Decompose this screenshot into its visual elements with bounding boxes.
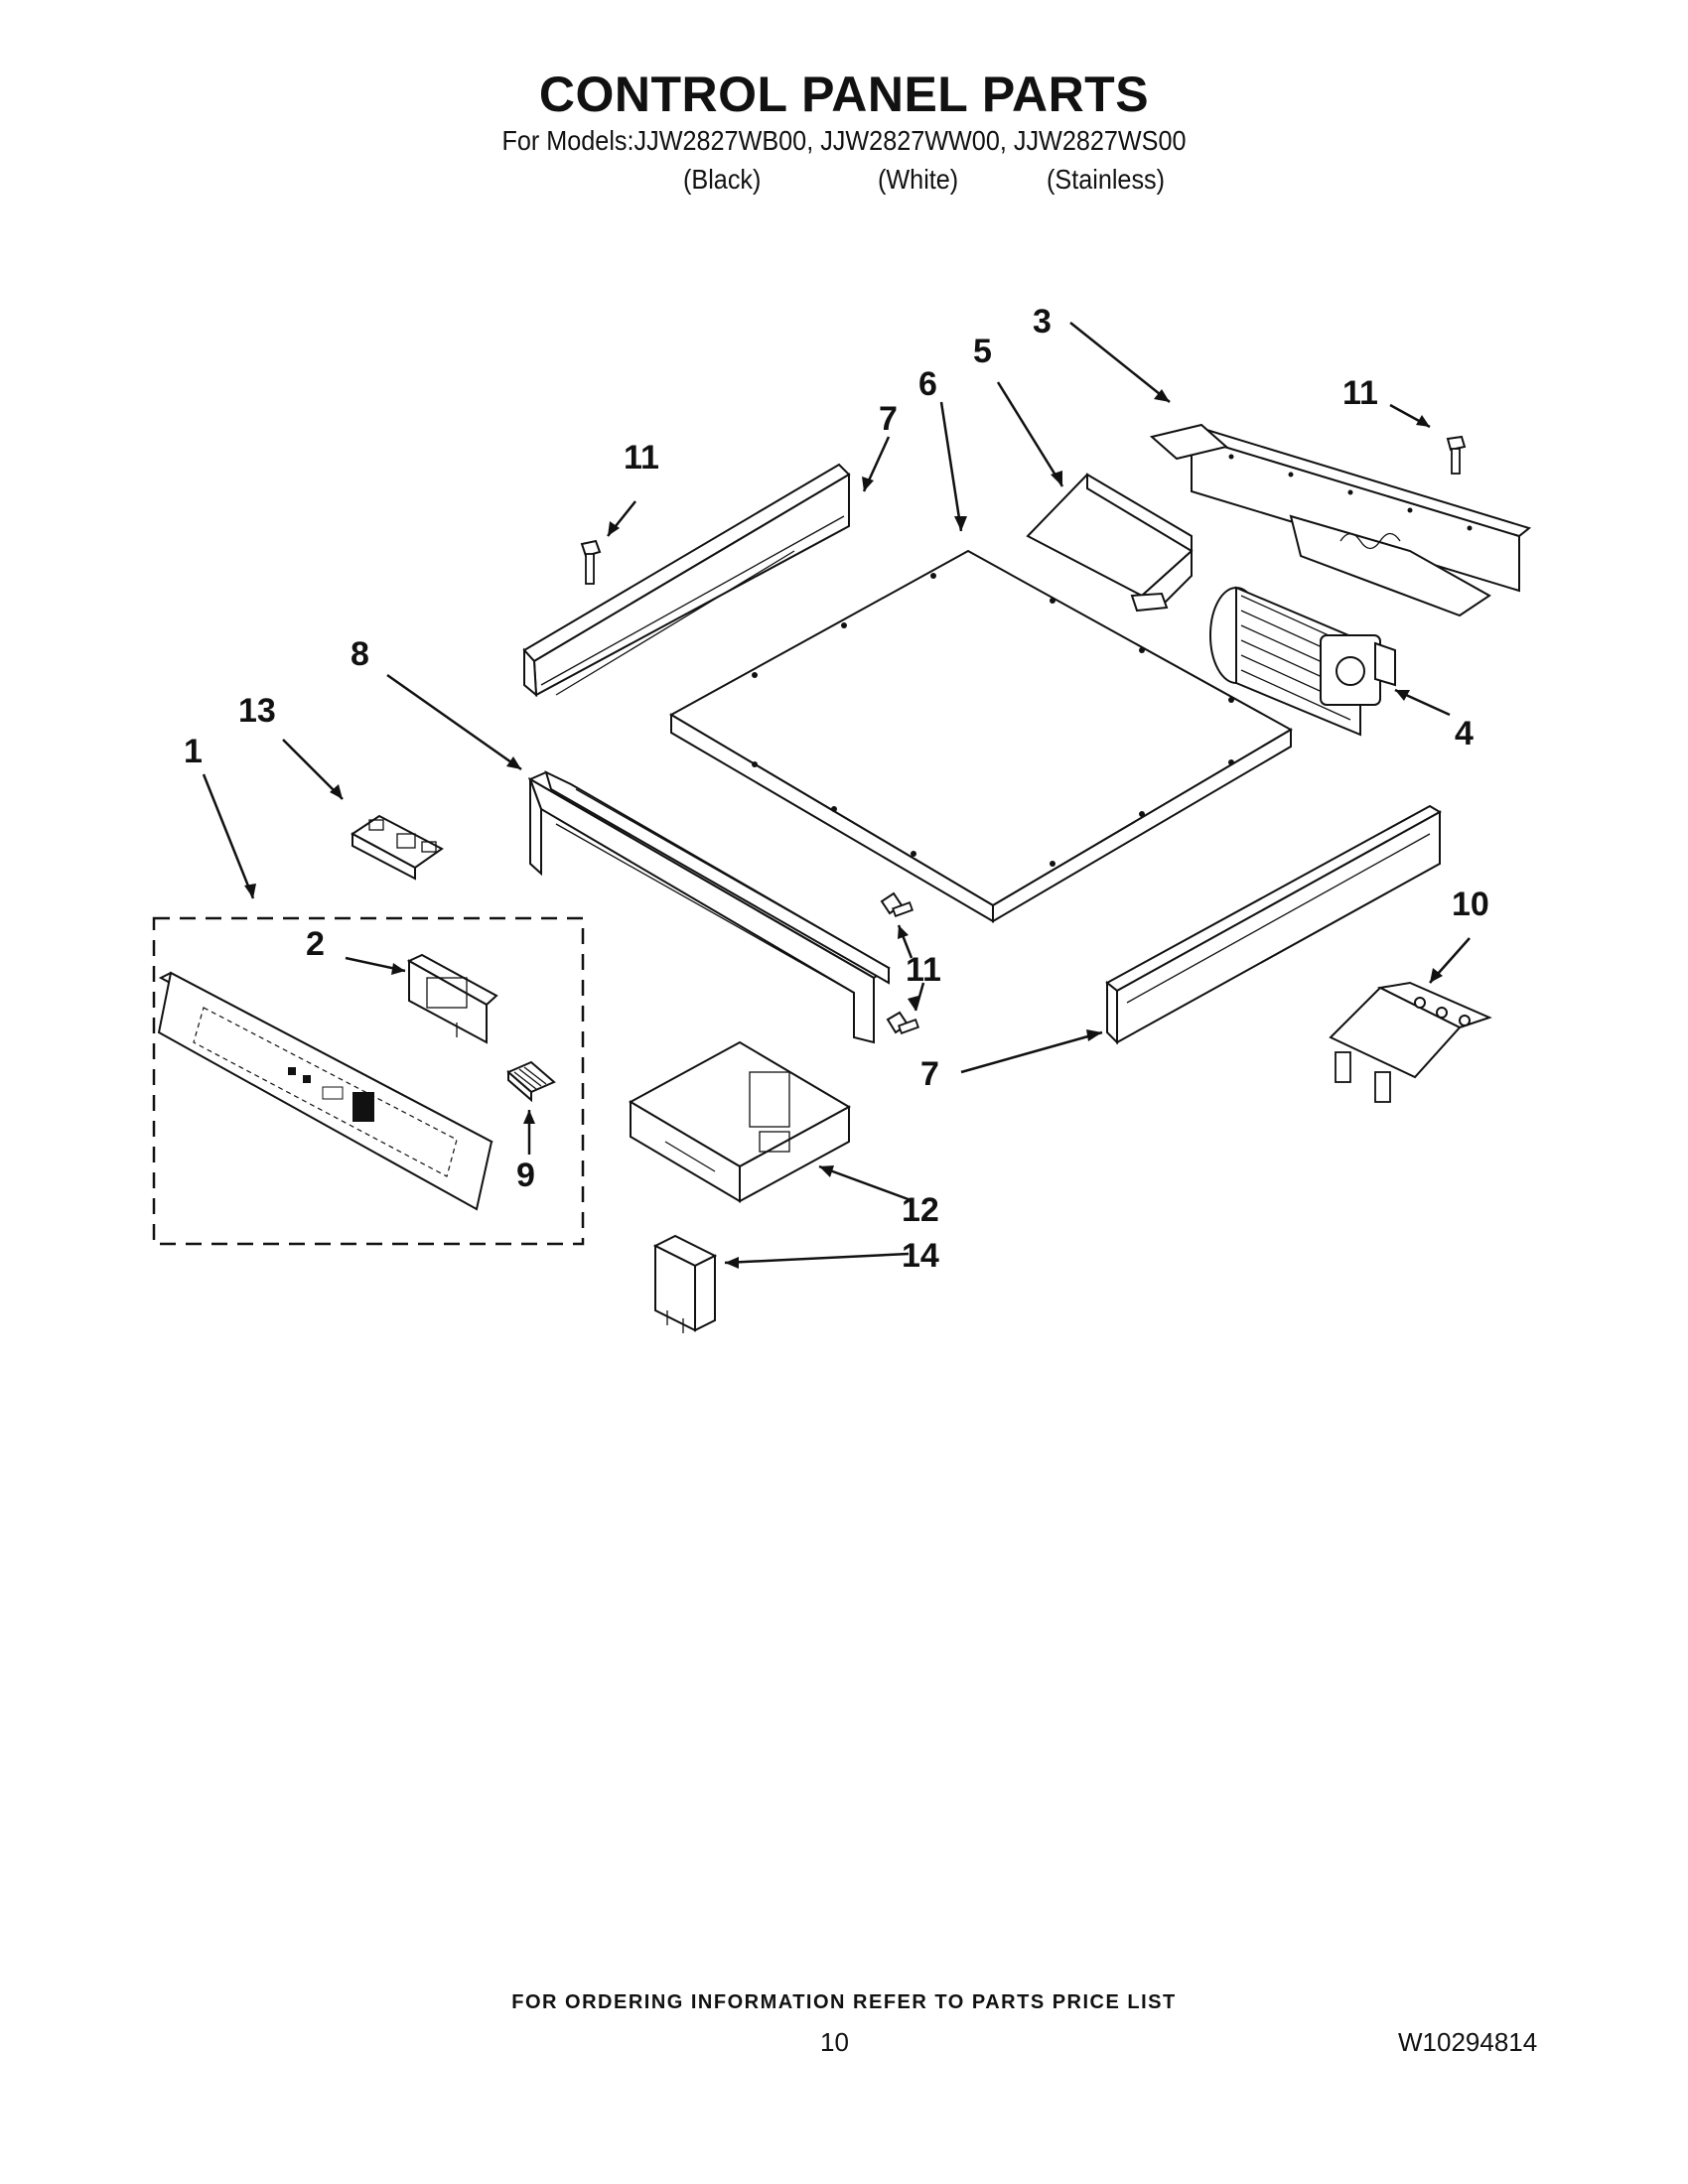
- callout-9: 9: [516, 1157, 535, 1194]
- screw-11-bottom: [886, 1011, 919, 1034]
- callout-8: 8: [351, 635, 369, 673]
- part-12-control-board-tray: [628, 1040, 852, 1203]
- callout-1: 1: [184, 733, 203, 770]
- document-id: W10294814: [1398, 2027, 1538, 2057]
- models-line: For Models:JJW2827WB00, JJW2827WW00, JJW…: [501, 125, 1187, 156]
- callout-11-center: 11: [906, 951, 941, 989]
- callout-11-top-left: 11: [624, 439, 659, 477]
- part-13-filter-board: [351, 814, 444, 881]
- part-8-front-rail: [527, 770, 891, 1044]
- part-5-bracket: [1026, 473, 1194, 613]
- leader-arrowheads: [244, 389, 1443, 1269]
- ordering-note: FOR ORDERING INFORMATION REFER TO PARTS …: [511, 1991, 1177, 2013]
- callout-4: 4: [1455, 715, 1474, 752]
- part-6-main-panel: [668, 549, 1294, 923]
- callout-12: 12: [902, 1191, 939, 1229]
- screw-11-left: [580, 539, 602, 585]
- part-9-small-pad: [506, 1060, 556, 1103]
- callout-13: 13: [238, 692, 276, 730]
- callout-7-top: 7: [879, 400, 898, 438]
- part-14-relay: [652, 1234, 718, 1333]
- part-3-top-bracket: [1149, 423, 1532, 617]
- color-label-stainless: (Stainless): [1047, 164, 1166, 195]
- screw-11-top-right: [1446, 435, 1467, 475]
- screw-11-center: [880, 891, 914, 917]
- page-title: CONTROL PANEL PARTS: [538, 67, 1150, 122]
- part-7-side-rail: [1105, 804, 1443, 1045]
- part-1-control-panel-assembly: [152, 916, 585, 1246]
- part-4-blower-fan: [1209, 586, 1396, 737]
- callout-2: 2: [306, 925, 325, 963]
- color-label-black: (Black): [683, 164, 762, 195]
- callout-numbers: 3 5 6 7 11 11 8 4 13 1 10 2 11 7 9 12 14: [184, 303, 1489, 1275]
- callout-7-bottom: 7: [920, 1055, 939, 1093]
- part-2-bracket-board: [406, 953, 498, 1044]
- part-10-bracket: [1329, 981, 1492, 1103]
- callout-6: 6: [918, 365, 937, 403]
- callout-14: 14: [902, 1237, 939, 1275]
- callout-11-top-right: 11: [1342, 374, 1378, 412]
- callout-5: 5: [973, 333, 992, 370]
- callout-3: 3: [1033, 303, 1052, 341]
- color-label-white: (White): [878, 164, 959, 195]
- callout-10: 10: [1452, 886, 1489, 923]
- page-number: 10: [820, 2027, 849, 2057]
- part-7-rear-rail: [522, 463, 851, 698]
